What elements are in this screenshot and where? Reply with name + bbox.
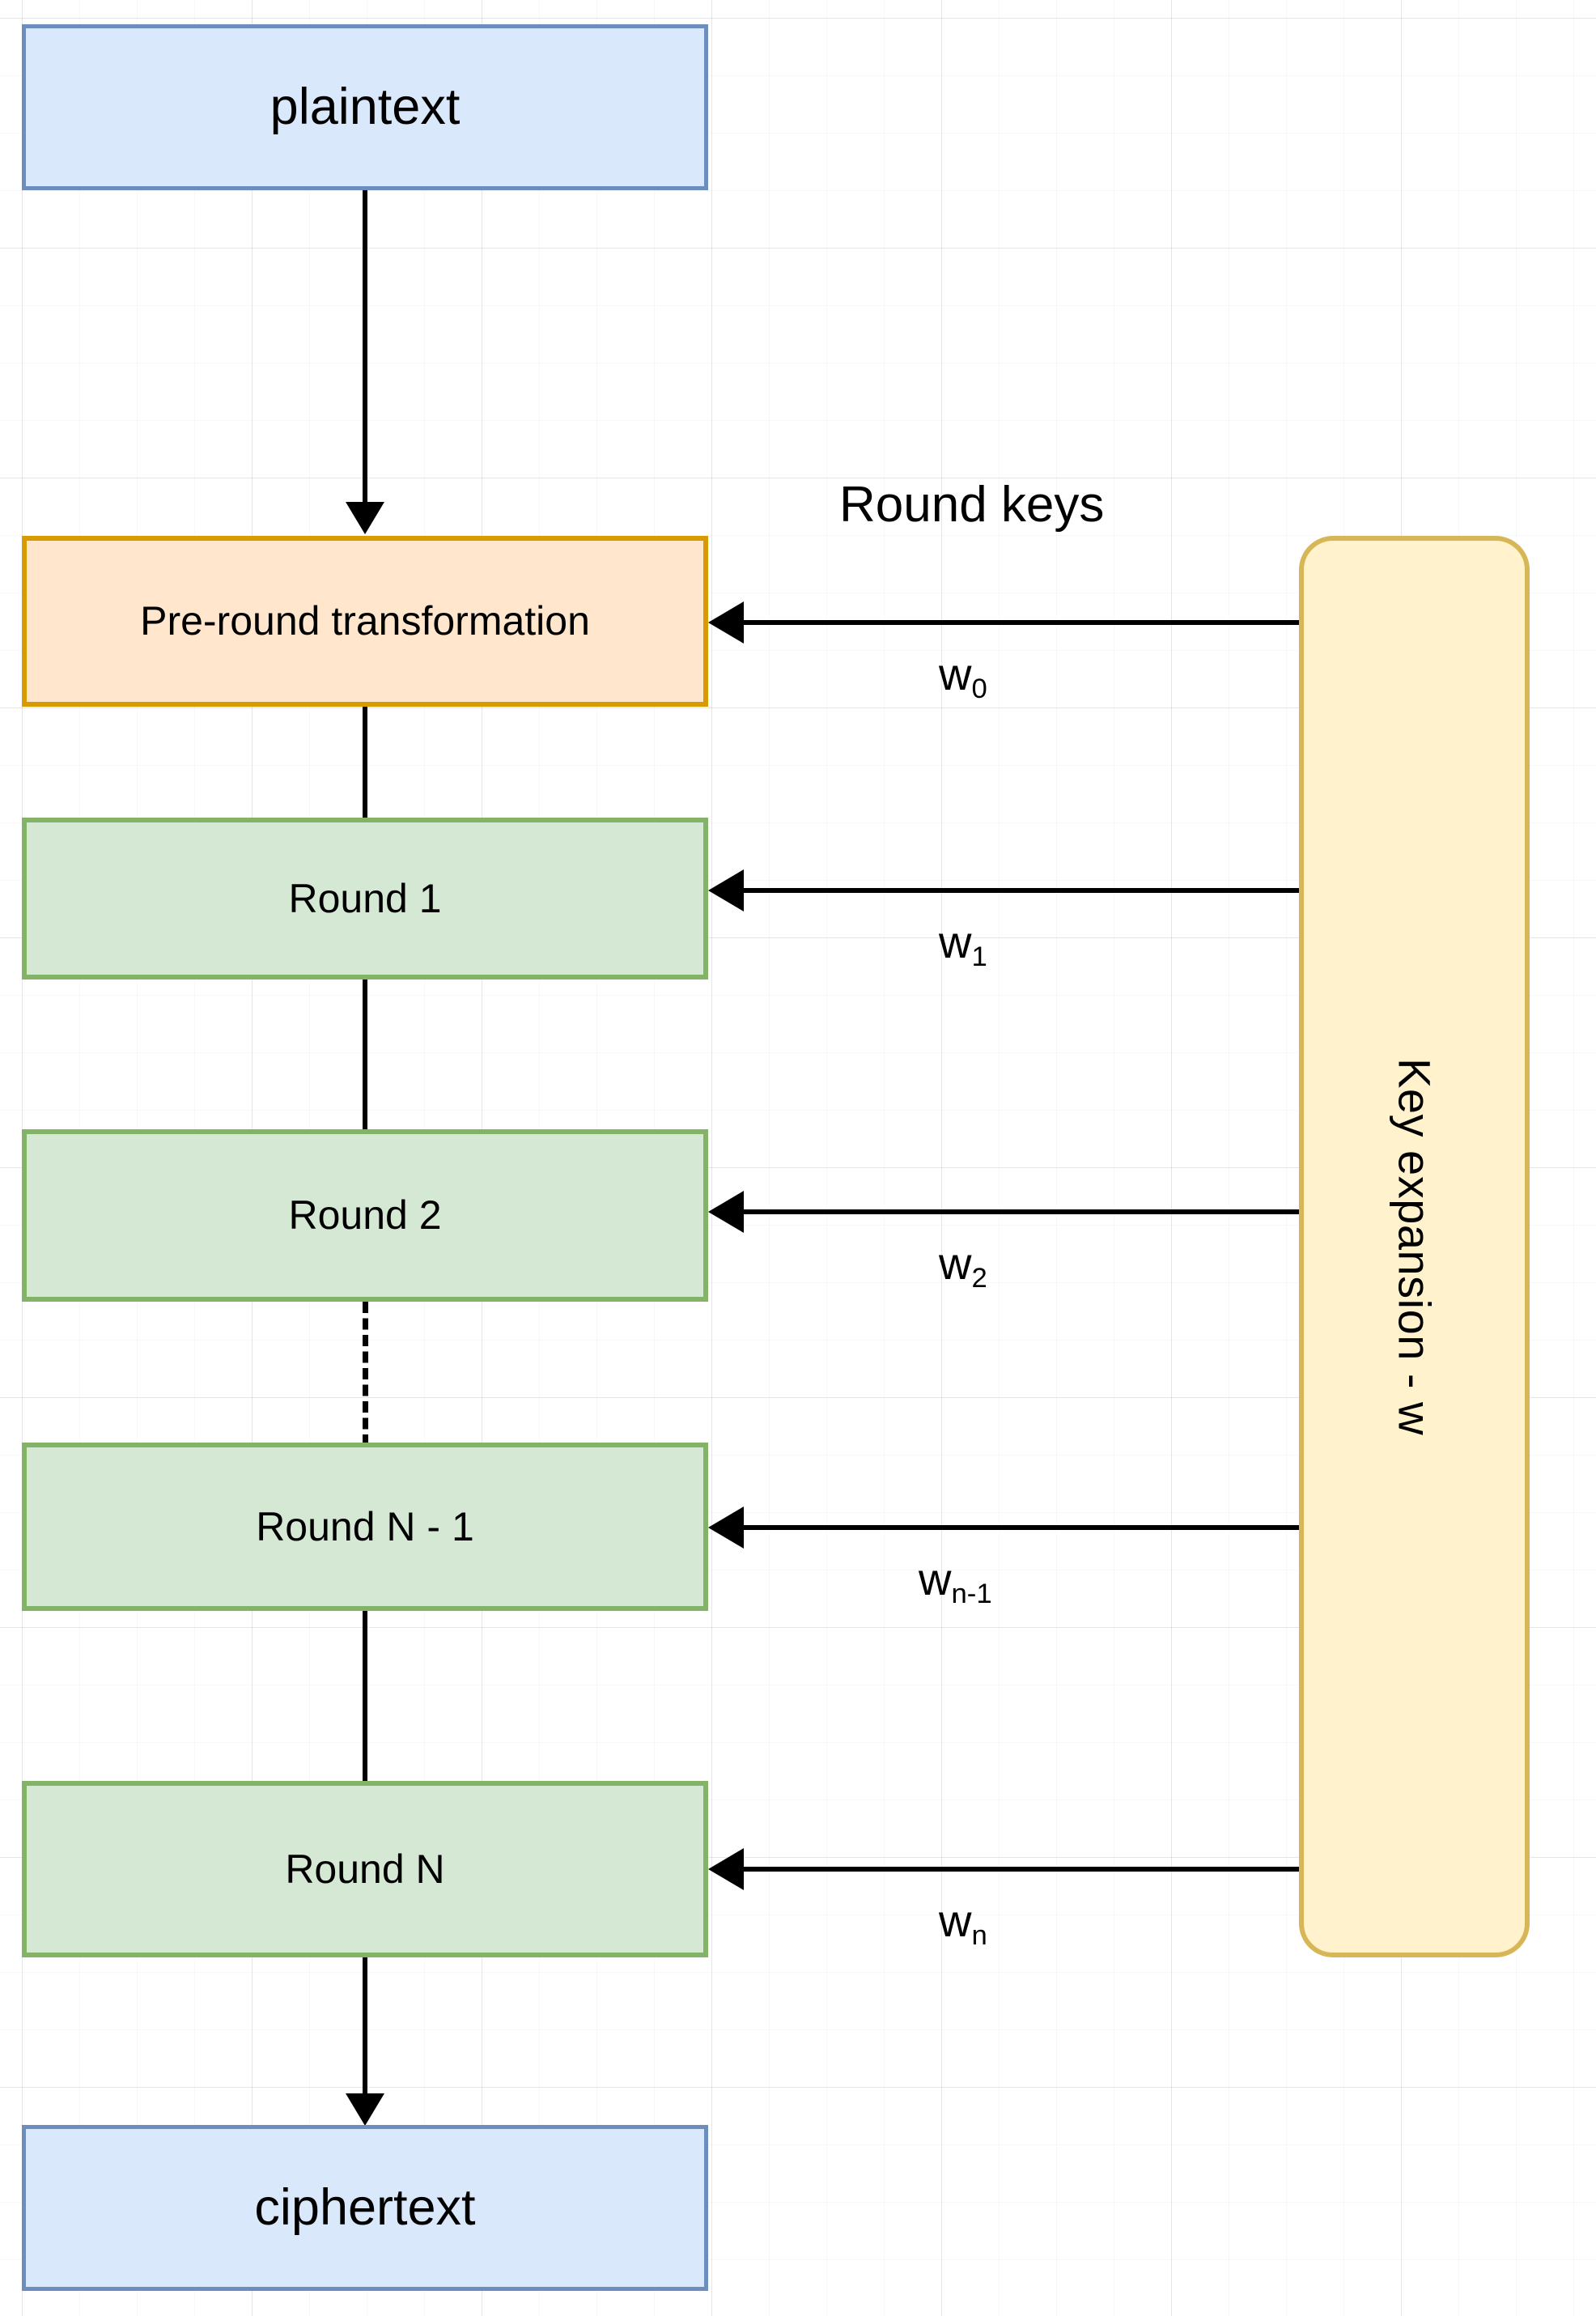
node-round-n-label: Round N xyxy=(285,1846,445,1892)
connector-round2-to-roundnminus1-dashed xyxy=(363,1302,368,1446)
label-wn-minus-1-subscript: n-1 xyxy=(951,1578,992,1609)
node-round-1[interactable]: Round 1 xyxy=(22,818,708,980)
label-wn-subscript: n xyxy=(971,1919,987,1951)
label-w2-base: w xyxy=(939,1238,972,1289)
label-w0: w0 xyxy=(939,648,987,704)
connector-keyexp-to-roundnminus1 xyxy=(744,1525,1299,1530)
node-round-2-label: Round 2 xyxy=(288,1192,442,1238)
label-w2: w2 xyxy=(939,1237,987,1294)
connector-roundn-to-ciphertext xyxy=(363,1957,367,2095)
label-wn-minus-1-base: w xyxy=(919,1553,952,1604)
node-plaintext[interactable]: plaintext xyxy=(22,24,708,190)
connector-preround-to-round1 xyxy=(363,707,367,818)
node-ciphertext[interactable]: ciphertext xyxy=(22,2125,708,2291)
node-key-expansion-label: Key expansion - w xyxy=(1389,1057,1441,1436)
arrowhead-keyexp-to-roundnminus1 xyxy=(708,1506,744,1549)
arrowhead-keyexp-to-round2 xyxy=(708,1191,744,1233)
label-w0-subscript: 0 xyxy=(971,673,987,704)
arrowhead-plaintext-to-preround xyxy=(346,502,384,534)
connector-keyexp-to-round1 xyxy=(744,888,1299,893)
arrowhead-keyexp-to-round1 xyxy=(708,869,744,912)
node-round-2[interactable]: Round 2 xyxy=(22,1129,708,1302)
label-w1: w1 xyxy=(939,916,987,972)
label-w1-base: w xyxy=(939,916,972,967)
node-key-expansion[interactable]: Key expansion - w xyxy=(1299,536,1530,1957)
node-round-n-minus-1[interactable]: Round N - 1 xyxy=(22,1443,708,1611)
label-wn-base: w xyxy=(939,1895,972,1946)
label-w1-subscript: 1 xyxy=(971,941,987,972)
node-round-1-label: Round 1 xyxy=(288,875,442,921)
label-w2-subscript: 2 xyxy=(971,1262,987,1294)
arrowhead-keyexp-to-roundn xyxy=(708,1848,744,1890)
label-wn: wn xyxy=(939,1894,987,1951)
connector-keyexp-to-preround xyxy=(744,620,1299,625)
arrowhead-keyexp-to-preround xyxy=(708,601,744,644)
connector-roundnminus1-to-roundn xyxy=(363,1611,367,1783)
label-w0-base: w xyxy=(939,648,972,699)
arrowhead-roundn-to-ciphertext xyxy=(346,2093,384,2126)
node-pre-round-transformation[interactable]: Pre-round transformation xyxy=(22,536,708,707)
node-round-n-minus-1-label: Round N - 1 xyxy=(256,1503,474,1549)
node-plaintext-label: plaintext xyxy=(270,78,461,135)
connector-plaintext-to-preround xyxy=(363,190,367,504)
connector-keyexp-to-round2 xyxy=(744,1209,1299,1214)
label-round-keys: Round keys xyxy=(839,477,1105,533)
label-wn-minus-1: wn-1 xyxy=(919,1553,992,1609)
connector-keyexp-to-roundn xyxy=(744,1867,1299,1872)
node-round-n[interactable]: Round N xyxy=(22,1781,708,1957)
connector-round1-to-round2 xyxy=(363,980,367,1129)
node-ciphertext-label: ciphertext xyxy=(254,2178,476,2236)
node-pre-round-label: Pre-round transformation xyxy=(140,598,590,644)
